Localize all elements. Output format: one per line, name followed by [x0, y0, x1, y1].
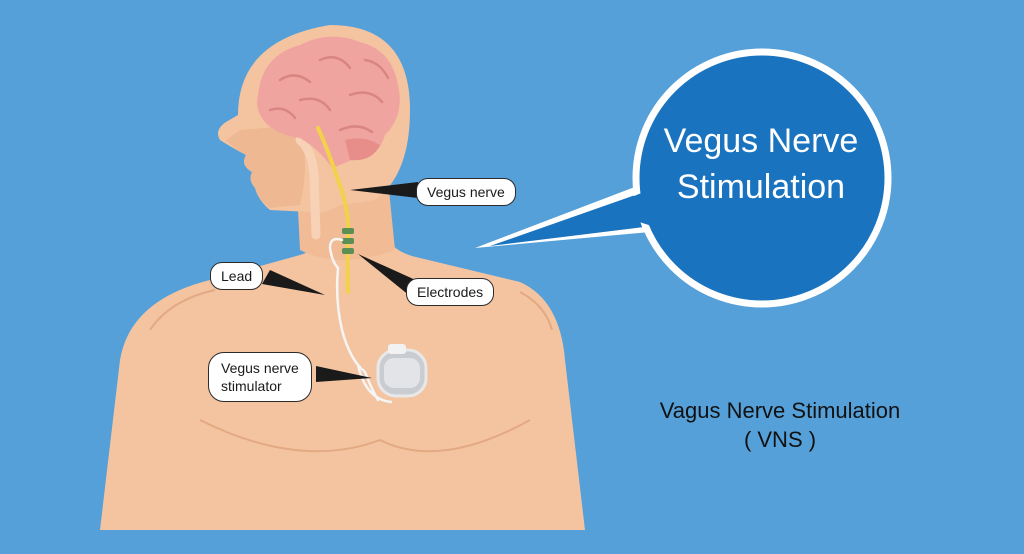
label-stimulator: Vegus nerve stimulator — [208, 352, 312, 402]
bubble-heading-line1: Vegus Nerve — [663, 122, 859, 160]
stimulator-device — [376, 344, 428, 398]
airway — [295, 135, 321, 240]
pointer-electrodes — [358, 254, 420, 296]
label-lead: Lead — [210, 262, 264, 290]
caption-line1: Vagus Nerve Stimulation — [659, 398, 901, 423]
label-electrodes-text: Electrodes — [417, 284, 484, 300]
bubble-heading: Vegus Nerve Stimulation — [632, 118, 890, 210]
bubble-tail-join — [600, 192, 652, 226]
label-electrodes: Electrodes — [406, 278, 495, 306]
cerebellum — [345, 138, 380, 161]
label-lead-text: Lead — [221, 268, 253, 284]
pointer-lead — [262, 270, 325, 295]
electrodes — [342, 228, 354, 254]
bubble-tail — [475, 185, 650, 248]
lead-wire — [328, 237, 380, 402]
brain — [257, 36, 400, 168]
bubble-heading-line2: Stimulation — [676, 168, 846, 206]
pointer-vegus-nerve — [350, 182, 418, 198]
diagram-caption: Vagus Nerve Stimulation ( VNS ) — [600, 396, 960, 454]
chest-shading — [199, 419, 531, 453]
vagus-nerve-path — [316, 126, 351, 294]
caption-line2: ( VNS ) — [743, 427, 817, 452]
speech-bubble — [632, 48, 892, 308]
lead-wire-loop — [356, 364, 393, 404]
pointer-stimulator — [316, 366, 372, 382]
label-stimulator-line1: Vegus nerve — [221, 360, 299, 376]
shoulder-shading-left — [149, 289, 216, 331]
face-shade — [226, 125, 305, 208]
label-stimulator-line2: stimulator — [221, 378, 282, 394]
label-vegus-nerve-text: Vegus nerve — [427, 184, 505, 200]
label-vegus-nerve: Vegus nerve — [416, 178, 516, 206]
brain-folds — [268, 56, 390, 134]
shoulder-shading-right — [519, 291, 553, 331]
